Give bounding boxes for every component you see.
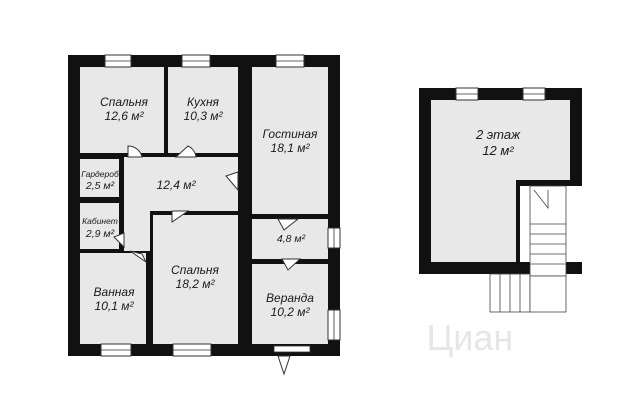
label-bedroom2-name: Спальня — [171, 263, 219, 277]
room-bedroom2 — [153, 215, 238, 344]
labels: Спальня 12,6 м² Кухня 10,3 м² Гостиная 1… — [81, 95, 521, 319]
label-floor2-name: 2 этаж — [475, 127, 521, 142]
label-wardrobe-area: 2,5 м² — [85, 180, 115, 192]
label-bedroom2-area: 18,2 м² — [176, 277, 216, 291]
room-wardrobe — [80, 159, 119, 197]
room-bedroom1 — [80, 67, 164, 153]
doors — [113, 145, 302, 376]
watermark: Циан — [427, 317, 514, 358]
room-hall — [124, 157, 238, 211]
label-veranda-name: Веранда — [266, 291, 314, 305]
label-kitchen-area: 10,3 м² — [184, 109, 224, 123]
label-bedroom1-area: 12,6 м² — [105, 109, 145, 123]
label-living-area: 18,1 м² — [271, 141, 311, 155]
floor2-plan — [419, 87, 582, 313]
label-living-name: Гостиная — [263, 127, 318, 141]
room-living — [252, 67, 328, 214]
room-veranda — [252, 264, 328, 344]
label-study-name: Кабинет — [82, 216, 118, 226]
label-bath-name: Ванная — [94, 285, 136, 299]
label-kitchen-name: Кухня — [187, 95, 220, 109]
label-study-area: 2,9 м² — [85, 228, 115, 240]
label-hall-area: 12,4 м² — [157, 178, 197, 192]
floor1-plan — [68, 54, 341, 376]
label-bath-area: 10,1 м² — [95, 299, 135, 313]
label-bedroom1-name: Спальня — [100, 95, 148, 109]
room-bath — [80, 253, 146, 344]
room-kitchen — [168, 67, 238, 153]
label-veranda-area: 10,2 м² — [271, 305, 311, 319]
label-floor2-area: 12 м² — [482, 143, 514, 158]
stairs — [489, 185, 567, 313]
label-wardrobe-name: Гардероб — [81, 169, 120, 179]
room-study — [80, 203, 119, 249]
label-small-area: 4,8 м² — [277, 233, 306, 245]
